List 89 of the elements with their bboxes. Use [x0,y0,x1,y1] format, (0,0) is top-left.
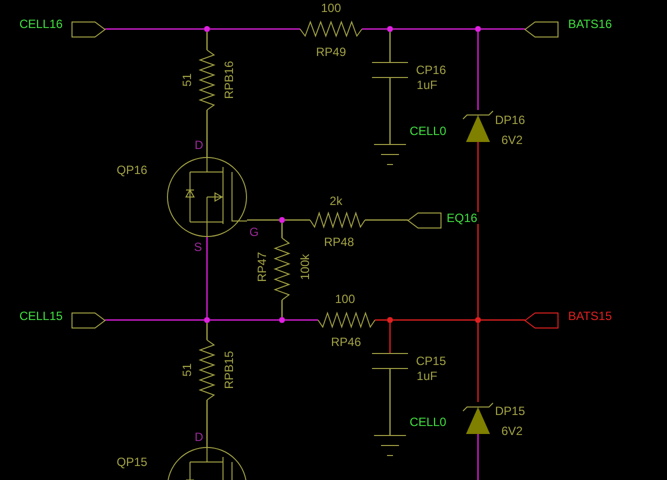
component-label: 51 [181,72,193,88]
net-label: CELL0 [408,416,448,428]
net-label: EQ16 [446,212,478,224]
wire [281,300,283,317]
pin-label: D [194,139,204,151]
wire [375,319,387,321]
wire [105,319,204,321]
port-symbol [408,213,441,228]
wire [285,319,318,321]
wire [206,32,208,50]
wire [105,28,204,30]
component-label: 1uF [416,79,438,91]
wire [365,219,408,221]
wire [206,323,208,340]
component-label: 100 [320,2,342,14]
wire [393,28,475,30]
component-label: CP16 [414,64,448,76]
component-label: RP46 [330,336,362,348]
wire [281,223,283,238]
junction-dot [204,317,210,323]
mosfet-symbol [167,157,247,237]
capacitor-symbol [372,353,408,369]
wire [362,28,387,30]
wire [477,142,479,317]
wire [285,219,310,221]
wire [210,28,300,30]
wire [477,434,479,480]
component-label: DP16 [494,114,526,126]
resistor-symbol [200,50,214,110]
net-label: CELL16 [18,18,64,30]
component-label: QP15 [116,456,148,468]
component-label: DP15 [494,405,526,417]
ground-symbol [374,435,406,457]
wire [481,28,525,30]
resistor-symbol [310,213,365,227]
component-label: RP49 [314,46,348,58]
component-label: RPB16 [223,60,235,100]
component-label: 100k [299,252,311,282]
junction-dot [387,26,393,32]
resistor-symbol [300,22,362,36]
wire [393,319,475,321]
zener-diode-symbol [462,110,494,142]
junction-dot [475,26,481,32]
pin-label: S [193,241,203,253]
junction-dot [279,317,285,323]
wire [210,319,279,321]
wire [481,319,525,321]
component-label: 6V2 [500,134,524,146]
net-label: CELL0 [408,125,448,137]
net-label: CELL15 [18,310,64,322]
wire [389,323,391,353]
component-label: RP47 [256,250,268,284]
component-label: 2k [328,195,344,207]
pin-label: G [248,226,260,238]
resistor-symbol [200,340,214,400]
component-label: QP16 [116,164,148,176]
wire [477,32,479,110]
net-label: BATS15 [567,310,613,322]
wire [389,32,391,62]
wire [389,78,391,144]
component-label: 100 [334,293,356,305]
component-label: CP15 [414,355,448,367]
junction-dot [279,217,285,223]
wire [206,110,208,157]
port-symbol [525,313,558,328]
net-label: BATS16 [567,18,613,30]
ground-symbol [374,144,406,166]
component-label: RP48 [322,236,356,248]
resistor-symbol [275,238,289,300]
junction-dot [475,317,481,323]
port-symbol [72,22,105,37]
wire [247,219,279,221]
component-label: 1uF [416,370,438,382]
component-label: 6V2 [500,425,524,437]
resistor-symbol [318,313,375,327]
zener-diode-symbol [462,402,494,434]
mosfet-symbol [167,447,247,480]
wire [206,237,208,317]
component-label: RPB15 [223,350,235,390]
port-symbol [72,313,105,328]
wire [389,369,391,435]
capacitor-symbol [372,62,408,78]
wire [206,400,208,447]
junction-dot [387,317,393,323]
junction-dot [204,26,210,32]
wire [477,323,479,402]
port-symbol [525,22,558,37]
pin-label: D [194,431,204,443]
component-label: 51 [181,362,193,378]
